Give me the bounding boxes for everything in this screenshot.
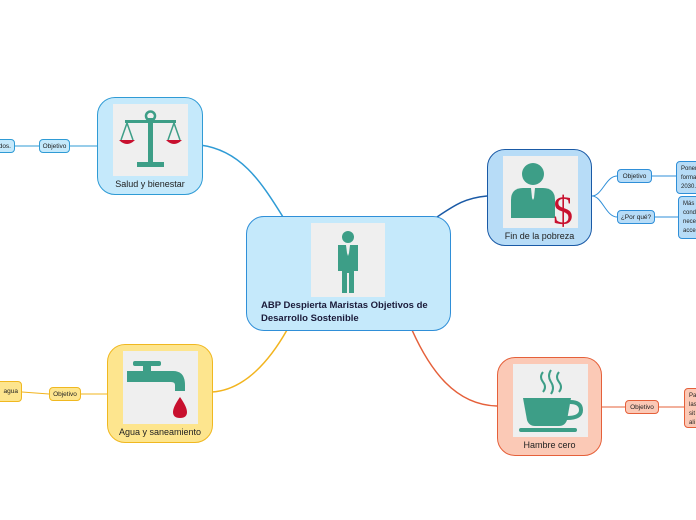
connector-salud — [199, 144, 284, 218]
pobreza-objetivo-leaf[interactable]: Poner forma 2030. — [676, 161, 696, 194]
water-faucet-icon — [127, 361, 187, 418]
connector-pobreza-objetivo — [591, 175, 618, 197]
pobreza-image: $ — [503, 156, 578, 233]
businessman-dollar-icon: $ — [511, 163, 573, 233]
hambre-objetivo-pill[interactable]: Objetivo — [625, 400, 659, 414]
coffee-cup-icon — [519, 369, 584, 432]
node-hambre[interactable]: Hambre cero — [497, 357, 602, 456]
balance-scale-icon — [119, 110, 182, 167]
connector-hambre — [411, 329, 498, 407]
salud-label: Salud y bienestar — [115, 179, 185, 189]
salud-leaf[interactable]: dos. — [0, 139, 15, 153]
agua-objetivo-pill[interactable]: Objetivo — [49, 387, 81, 401]
connector-agua — [211, 329, 288, 393]
salud-image — [113, 104, 188, 176]
node-agua[interactable]: Agua y saneamiento — [107, 344, 213, 443]
pobreza-porque-pill[interactable]: ¿Por qué? — [617, 210, 655, 224]
pobreza-objetivo-pill[interactable]: Objetivo — [617, 169, 652, 183]
hambre-label: Hambre cero — [523, 440, 576, 450]
hambre-image — [513, 364, 588, 437]
salud-objetivo-pill[interactable]: Objetivo — [39, 139, 70, 153]
agua-leaf[interactable]: agua — [0, 381, 22, 402]
central-topic[interactable]: ABP Despierta Maristas Objetivos de Desa… — [246, 216, 451, 331]
agua-image — [123, 351, 198, 424]
agua-label: Agua y saneamiento — [118, 427, 202, 437]
person-icon — [338, 231, 358, 293]
connector-pobreza — [436, 195, 488, 218]
hambre-leaf[interactable]: Pa las sit ali — [684, 388, 696, 428]
central-image — [311, 223, 385, 297]
central-title: ABP Despierta Maristas Objetivos de Desa… — [261, 300, 428, 324]
pobreza-porque-leaf[interactable]: Más cond nece acce — [678, 196, 696, 239]
connector-pobreza-porque — [591, 195, 618, 218]
node-salud[interactable]: Salud y bienestar — [97, 97, 203, 195]
node-pobreza[interactable]: $ Fin de la pobreza — [487, 149, 592, 246]
svg-text:$: $ — [553, 188, 573, 228]
pobreza-label: Fin de la pobreza — [504, 231, 575, 241]
connector-agua-leaf — [21, 391, 50, 395]
